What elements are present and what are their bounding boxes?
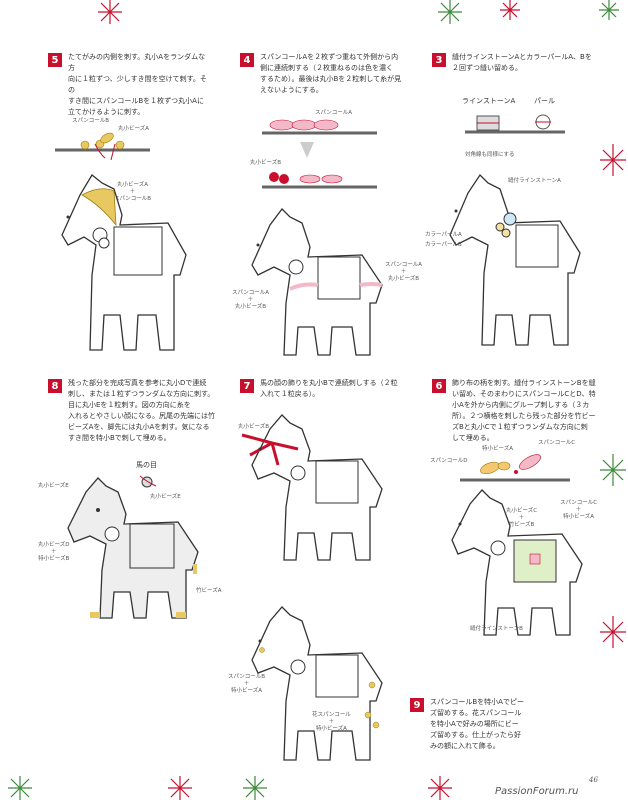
step-instruction: スパンコールAを２枚ずつ重ねて外側から内 側に連続刺する（２枚重ねるのは色を濃く… bbox=[260, 53, 402, 94]
snowflake-icon bbox=[428, 776, 452, 800]
label-sew-rhinestone-a: 縫付ラインストーンA bbox=[508, 178, 561, 184]
step-3: 3 縫付ラインストーンAとカラーパールA、Bを ２回ずつ縫い留める。 bbox=[432, 52, 602, 74]
label-tail-bead: 竹ビーズA bbox=[196, 588, 222, 594]
label-rhinestone: ラインストーンA bbox=[462, 97, 516, 105]
step-instruction: 馬の顔の飾りを丸小Bで連続刺しする（２粒 入れて１粒戻る）。 bbox=[260, 379, 398, 398]
horse-illustration-step3 bbox=[449, 173, 581, 346]
page-number: 46 bbox=[589, 776, 598, 784]
step-number: 7 bbox=[240, 379, 254, 393]
step-7: 7 馬の顔の飾りを丸小Bで連続刺しする（２粒 入れて１粒戻る）。 bbox=[240, 378, 410, 400]
label-eye-bead: 丸小ビーズE bbox=[150, 494, 181, 500]
step-instruction: たてがみの内側を刺す。丸小Aをランダムな方 向に１粒ずつ、少しすき間を空けて刺す… bbox=[68, 53, 207, 116]
eye-diagram bbox=[139, 475, 157, 488]
bead-diagram bbox=[55, 132, 150, 161]
arrow-down-icon bbox=[300, 142, 314, 158]
snowflake-icon bbox=[599, 0, 619, 20]
step-instruction: スパンコールBを特小Aでピー ズ留めする。花スパンコール を特小Aで好みの場所に… bbox=[430, 698, 524, 750]
label-toku-a: 特小ビーズA bbox=[482, 446, 513, 452]
label-body-right: スパンコールC ＋ 特小ビーズA bbox=[560, 500, 598, 520]
step-number: 5 bbox=[48, 53, 62, 67]
label-mane: 丸小ビーズA ＋ スパンコールB bbox=[114, 182, 152, 202]
spangle-group-diagram bbox=[460, 454, 570, 482]
step-instruction: 縫付ラインストーンAとカラーパールA、Bを ２回ずつ縫い留める。 bbox=[452, 53, 592, 72]
label-spangle-c: スパンコールC bbox=[538, 440, 576, 446]
label-horse-eye: 馬の目 bbox=[136, 461, 157, 469]
label-body-left: 丸小ビーズC ＋ 竹ビーズB bbox=[506, 508, 538, 528]
label-color-pearl-a: カラーパールA bbox=[425, 232, 462, 238]
label-head-bead: 丸小ビーズE bbox=[38, 483, 69, 489]
label-color-pearl-b: カラーパールB bbox=[425, 242, 462, 248]
step-5: 5 たてがみの内側を刺す。丸小Aをランダムな方 向に１粒ずつ、少しすき間を空けて… bbox=[48, 52, 208, 118]
label-face-bead: 丸小ビーズB bbox=[238, 424, 269, 430]
snowflake-icon bbox=[600, 144, 626, 176]
spangle-diagram-bottom bbox=[262, 172, 377, 189]
step-number: 8 bbox=[48, 379, 62, 393]
label-pearl: パール bbox=[534, 97, 555, 105]
label-spangle-d: スパンコールD bbox=[430, 458, 468, 464]
horse-illustration-step7 bbox=[241, 414, 383, 561]
horse-illustration-step5 bbox=[61, 174, 187, 351]
snowflake-icon bbox=[438, 0, 462, 24]
snowflake-icon bbox=[8, 776, 32, 800]
step-4: 4 スパンコールAを２枚ずつ重ねて外側から内 側に連続刺する（２枚重ねるのは色を… bbox=[240, 52, 410, 96]
step-6: 6 飾り布の柄を刺す。縫付ラインストーンBを縫 い留め、そのまわりにスパンコール… bbox=[432, 378, 602, 444]
snowflake-icon bbox=[243, 776, 267, 800]
step-8: 8 残った部分を完成写真を参考に丸小Dで連続 刺し、または１粒ずつランダムな方向… bbox=[48, 378, 218, 444]
step-9: 9 スパンコールBを特小Aでピー ズ留めする。花スパンコール を特小Aで好みの場… bbox=[410, 697, 550, 752]
spangle-diagram-top bbox=[262, 119, 377, 135]
label-spangle-a: スパンコールA bbox=[315, 110, 353, 116]
label-neck: スパンコールA ＋ 丸小ビーズB bbox=[232, 290, 270, 310]
snowflake-icon bbox=[98, 0, 122, 24]
horse-illustration-step8 bbox=[67, 477, 199, 619]
label-sew-rhinestone-b: 縫付ラインストーンB bbox=[470, 626, 523, 632]
label-face-spangle: スパンコールB ＋ 特小ビーズA bbox=[228, 674, 266, 694]
horse-illustration-step6 bbox=[451, 489, 583, 636]
snowflake-icon bbox=[500, 0, 520, 20]
label-spangle-b: スパンコールB bbox=[72, 118, 110, 124]
horse-illustration-step9 bbox=[251, 606, 383, 761]
horse-illustration-step4 bbox=[251, 208, 383, 356]
snowflake-icon bbox=[600, 454, 626, 486]
step-number: 9 bbox=[410, 698, 424, 712]
step-instruction: 飾り布の柄を刺す。縫付ラインストーンBを縫 い留め、そのまわりにスパンコールCと… bbox=[452, 379, 596, 442]
step-number: 6 bbox=[432, 379, 446, 393]
label-flower-spangle: 花スパンコール ＋ 特小ビーズA bbox=[312, 712, 351, 732]
watermark: PassionForum.ru bbox=[495, 786, 579, 797]
label-back: スパンコールA ＋ 丸小ビーズB bbox=[385, 262, 423, 282]
rhinestone-diagram bbox=[465, 114, 565, 134]
label-maru-b: 丸小ビーズB bbox=[250, 160, 281, 166]
label-body-bead: 丸小ビーズD ＋ 特小ビーズB bbox=[38, 542, 70, 562]
label-maru-a: 丸小ビーズA bbox=[118, 126, 149, 132]
snowflake-icon bbox=[600, 616, 626, 648]
step-instruction: 残った部分を完成写真を参考に丸小Dで連続 刺し、または１粒ずつランダムな方向に刺… bbox=[68, 379, 215, 442]
snowflake-icon bbox=[168, 776, 192, 800]
step-number: 3 bbox=[432, 53, 446, 67]
label-diagonal-note: 対角線も同様にする bbox=[465, 152, 515, 158]
step-number: 4 bbox=[240, 53, 254, 67]
